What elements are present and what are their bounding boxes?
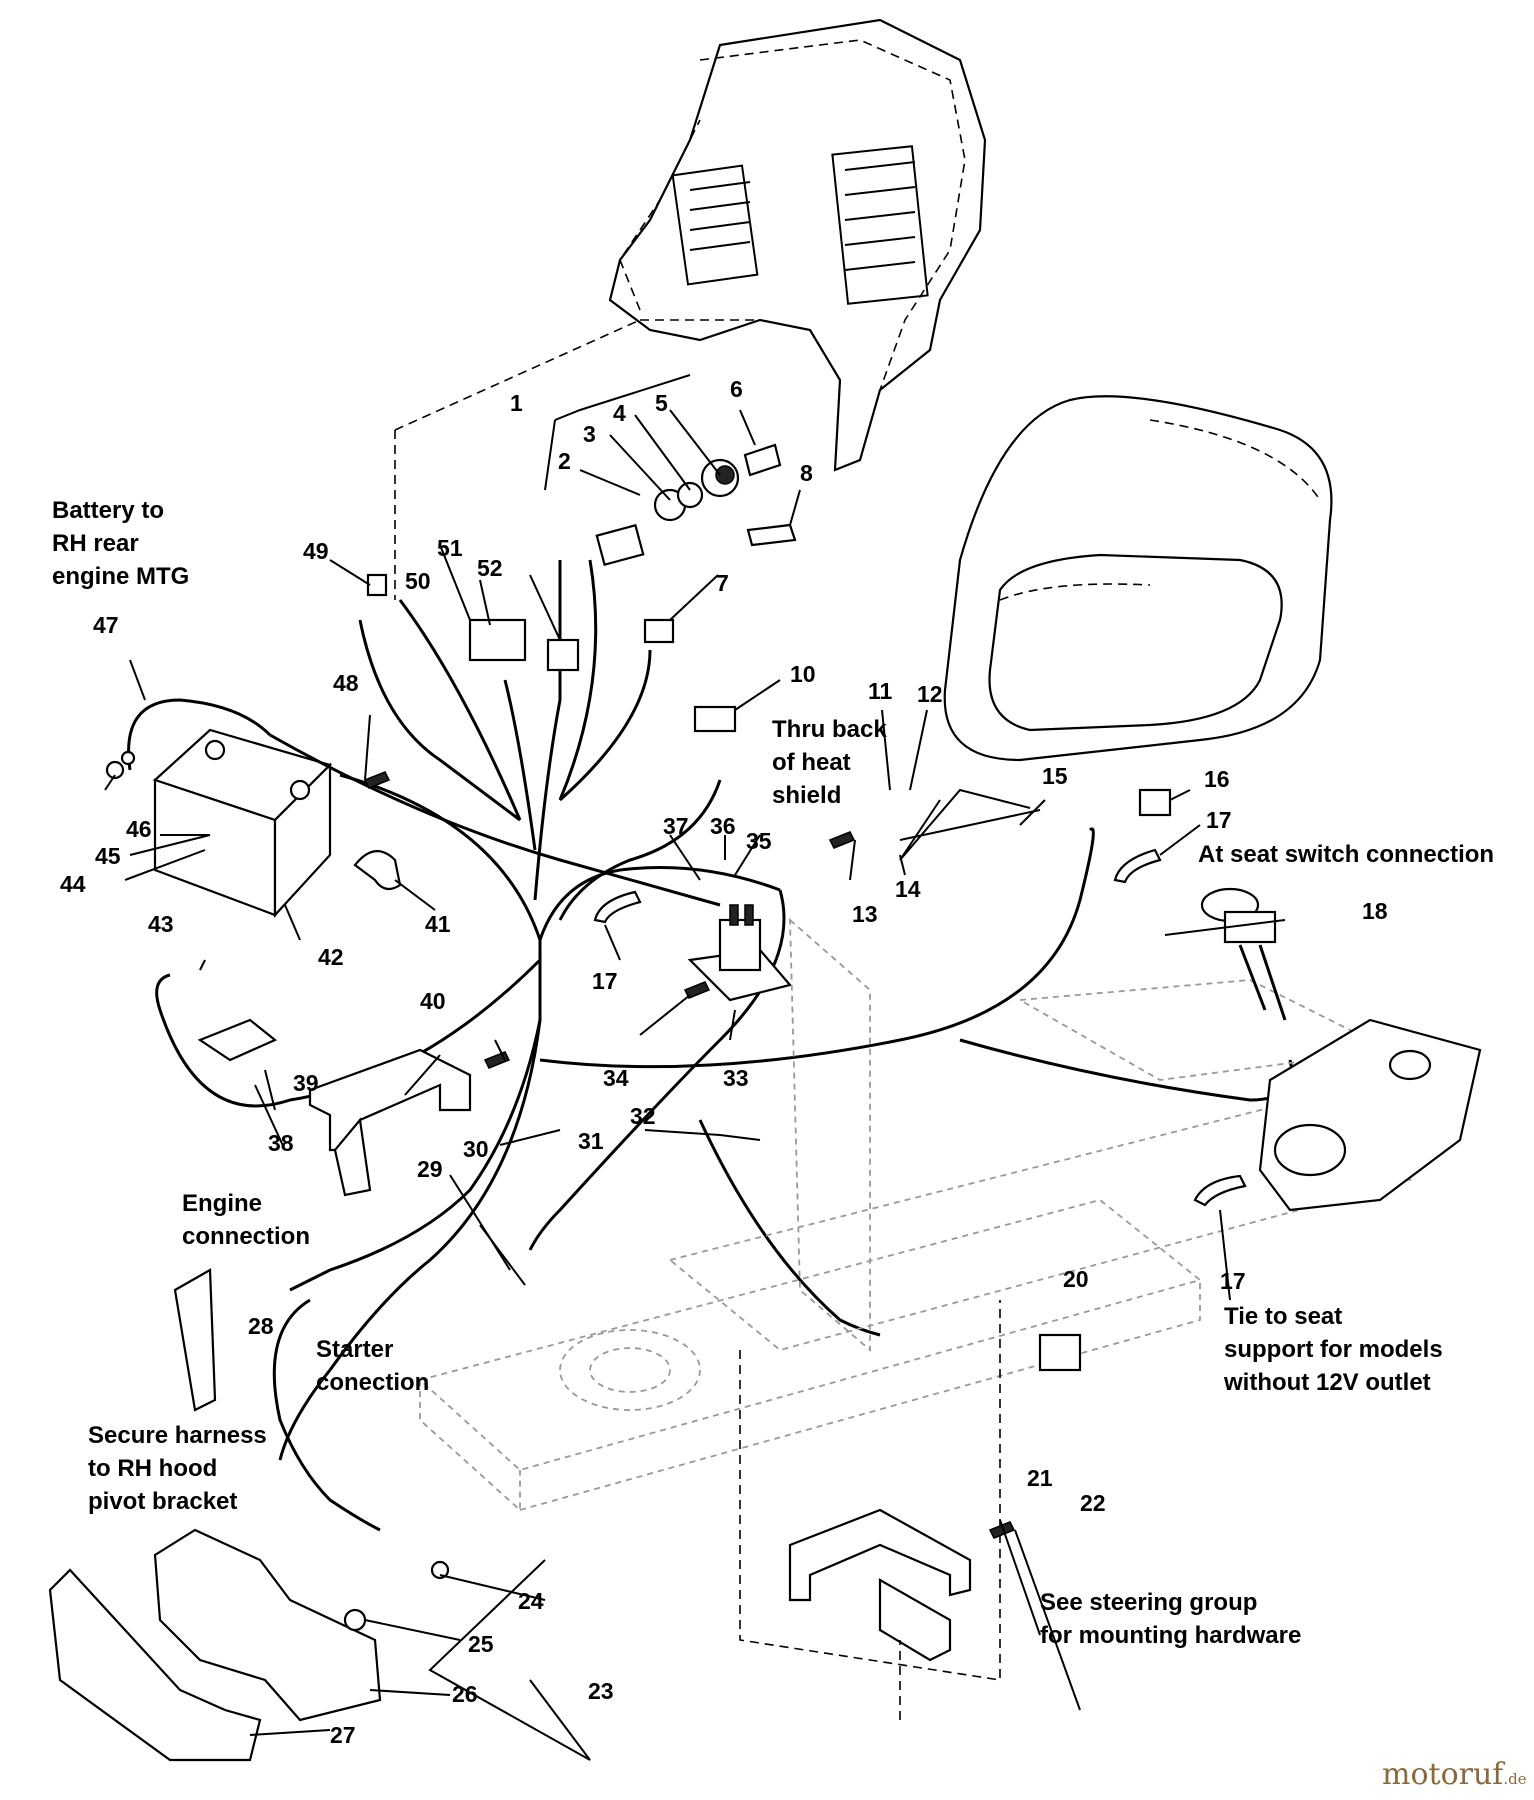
- callout-11: 11: [868, 678, 893, 704]
- callout-13: 13: [852, 901, 878, 927]
- callout-50: 50: [405, 568, 431, 594]
- callout-3: 3: [583, 421, 596, 447]
- callout-43: 43: [148, 911, 174, 937]
- callout-12: 12: [917, 681, 943, 707]
- callout-49: 49: [303, 538, 329, 564]
- wire-clip: [1113, 848, 1162, 884]
- note-see-steering: See steering group for mounting hardware: [1040, 1589, 1302, 1649]
- terminal-boot: [353, 850, 402, 891]
- callout-44: 44: [60, 871, 86, 897]
- callout-33: 33: [723, 1065, 749, 1091]
- battery-bracket: [197, 1018, 472, 1197]
- callout-32: 32: [630, 1103, 656, 1129]
- watermark: motoruf.de: [1382, 1757, 1527, 1792]
- note-engine-connection: Engine connection: [182, 1190, 311, 1250]
- wiring-harness: [127, 559, 1293, 1461]
- callout-42: 42: [318, 944, 344, 970]
- note-tie-to-seat: Tie to seat support for models without 1…: [1224, 1303, 1443, 1396]
- note-secure-harness: Secure harness to RH hood pivot bracket: [88, 1422, 267, 1515]
- headlight-assembly: [48, 1298, 450, 1762]
- callout-52: 52: [477, 555, 503, 581]
- callout-14: 14: [895, 876, 921, 902]
- callout-39: 39: [293, 1070, 319, 1096]
- callout-38: 38: [268, 1130, 294, 1156]
- callout-29: 29: [417, 1156, 443, 1182]
- toggle-switch: [643, 618, 675, 644]
- callout-5: 5: [655, 390, 668, 416]
- callout-30: 30: [463, 1136, 489, 1162]
- outlet-housing: [1258, 1018, 1482, 1212]
- bolt: [483, 1051, 511, 1069]
- wire-clip: [593, 890, 642, 924]
- callout-4: 4: [613, 400, 626, 426]
- callout-48: 48: [333, 670, 359, 696]
- ignition-switch: [595, 443, 782, 567]
- note-starter-connection: Starter conection: [316, 1336, 430, 1396]
- starter-solenoid: [687, 904, 792, 1002]
- callout-41: 41: [425, 911, 451, 937]
- fuse: [366, 573, 388, 597]
- bolt: [828, 831, 856, 849]
- callout-18: 18: [1362, 898, 1388, 924]
- callout-6: 6: [730, 376, 743, 402]
- callout-37: 37: [663, 813, 689, 839]
- callout-27: 27: [330, 1722, 356, 1748]
- callout-45: 45: [95, 843, 121, 869]
- callout-23: 23: [588, 1678, 614, 1704]
- note-thru-back-heat-shield: Thru back of heat shield: [772, 716, 887, 809]
- washer: [120, 750, 136, 766]
- bolt: [683, 981, 711, 999]
- callout-15: 15: [1042, 763, 1068, 789]
- 12v-outlet: [1200, 887, 1287, 1021]
- callout-51: 51: [437, 535, 463, 561]
- callout-17: 17: [1206, 807, 1232, 833]
- callout-2: 2: [558, 448, 571, 474]
- pto-switch: [468, 618, 527, 662]
- seat: [943, 395, 1333, 762]
- callout-35: 35: [746, 828, 772, 854]
- hood-pivot-bracket: [173, 1268, 217, 1412]
- callout-8: 8: [800, 460, 813, 486]
- callout-24: 24: [518, 1588, 544, 1614]
- callout-28: 28: [248, 1313, 274, 1339]
- mounting-bracket: [788, 1508, 972, 1662]
- callout-17: 17: [592, 968, 618, 994]
- callout-16: 16: [1204, 766, 1230, 792]
- bolt: [363, 771, 391, 789]
- plug: [693, 705, 737, 733]
- wire-clip: [1193, 1174, 1247, 1207]
- note-battery-to-rh-rear: Battery to RH rear engine MTG: [52, 497, 190, 590]
- retainer-rod: [899, 788, 1041, 861]
- callout-36: 36: [710, 813, 736, 839]
- hood-panel: [608, 18, 987, 472]
- note-at-seat-switch: At seat switch connection: [1198, 841, 1495, 868]
- battery: [152, 728, 333, 918]
- callout-31: 31: [578, 1128, 604, 1154]
- bolt: [988, 1521, 1016, 1539]
- leader-lines: [104, 374, 1286, 1761]
- callout-1: 1: [510, 390, 523, 416]
- callout-7: 7: [716, 570, 729, 596]
- bracket-envelope: [739, 1300, 1001, 1720]
- decal: [746, 523, 797, 547]
- nut: [105, 760, 125, 780]
- seat-switch: [1138, 788, 1172, 817]
- callout-20: 20: [1063, 1266, 1089, 1292]
- callout-46: 46: [126, 816, 152, 842]
- callout-22: 22: [1080, 1490, 1106, 1516]
- chassis-frame: [418, 917, 1413, 1513]
- reverse-switch: [546, 638, 580, 672]
- callout-10: 10: [790, 661, 816, 687]
- callout-47: 47: [93, 612, 119, 638]
- callout-21: 21: [1027, 1465, 1053, 1491]
- callout-17: 17: [1220, 1268, 1246, 1294]
- callout-34: 34: [603, 1065, 629, 1091]
- callout-40: 40: [420, 988, 446, 1014]
- callout-25: 25: [468, 1631, 494, 1657]
- pto-connector: [1038, 1333, 1082, 1372]
- hood-boundary-line: [394, 319, 760, 600]
- callout-26: 26: [452, 1681, 478, 1707]
